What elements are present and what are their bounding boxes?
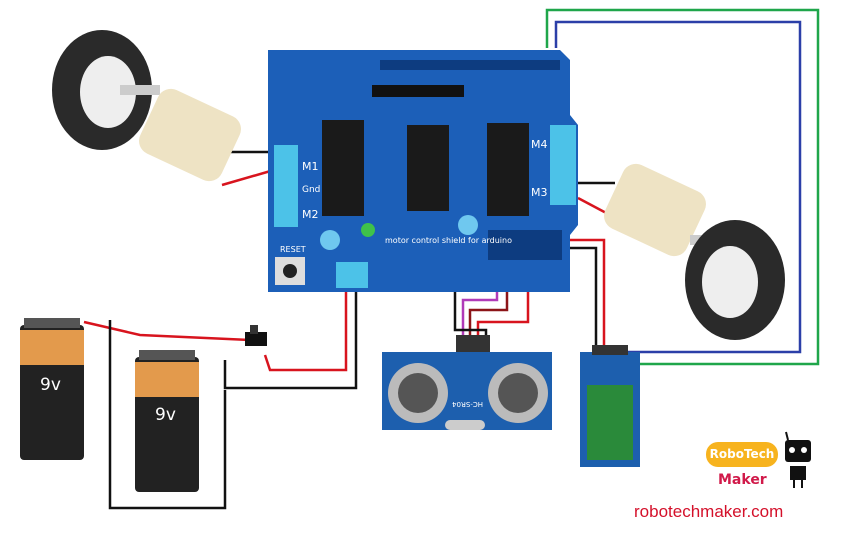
- wire-black-battery: [108, 320, 227, 510]
- wire-motor-left-red: [221, 168, 275, 187]
- battery-1-label: 9v: [40, 375, 61, 395]
- terminal-m3-m4: [550, 125, 576, 205]
- ultrasonic-sensor: HC-SR04: [382, 335, 552, 430]
- battery-2: 9v: [135, 350, 199, 492]
- robot-logo-icon: [785, 431, 811, 488]
- label-m1: M1: [302, 160, 319, 173]
- logo-robotech: RoboTech: [706, 442, 778, 467]
- sensor-label: HC-SR04: [452, 400, 483, 408]
- motor-left: [52, 30, 241, 182]
- terminal-m1-m2: [274, 145, 298, 227]
- label-m3: M3: [531, 186, 548, 199]
- brand-url: robotechmaker.com: [634, 502, 784, 521]
- wire-black-power: [223, 290, 358, 390]
- label-m4: M4: [531, 138, 548, 151]
- label-caption: motor control shield for arduino: [385, 236, 512, 245]
- wire-red-battery: [83, 320, 251, 342]
- logo-maker: Maker: [718, 472, 767, 488]
- battery-2-label: 9v: [155, 405, 176, 425]
- wire-red-power: [263, 290, 348, 372]
- label-m2: M2: [302, 208, 319, 221]
- chip-ic1: [322, 120, 364, 216]
- motor-shield: M1 Gnd M2 M4 M3 RESET motor control shie…: [268, 50, 578, 292]
- wire-black-sensor-gnd: [453, 270, 488, 335]
- switch: [245, 325, 267, 346]
- chip-74hc595: [407, 125, 449, 211]
- battery-1: 9v: [20, 318, 84, 460]
- label-gnd: Gnd: [302, 185, 320, 195]
- chip-ic2: [487, 123, 529, 216]
- terminal-ext-power: [336, 262, 368, 288]
- wire-black-bt: [560, 246, 598, 350]
- motor-right: [604, 163, 785, 340]
- wire-red-bt: [560, 238, 606, 350]
- label-reset: RESET: [280, 245, 306, 254]
- bluetooth-module: [580, 345, 640, 467]
